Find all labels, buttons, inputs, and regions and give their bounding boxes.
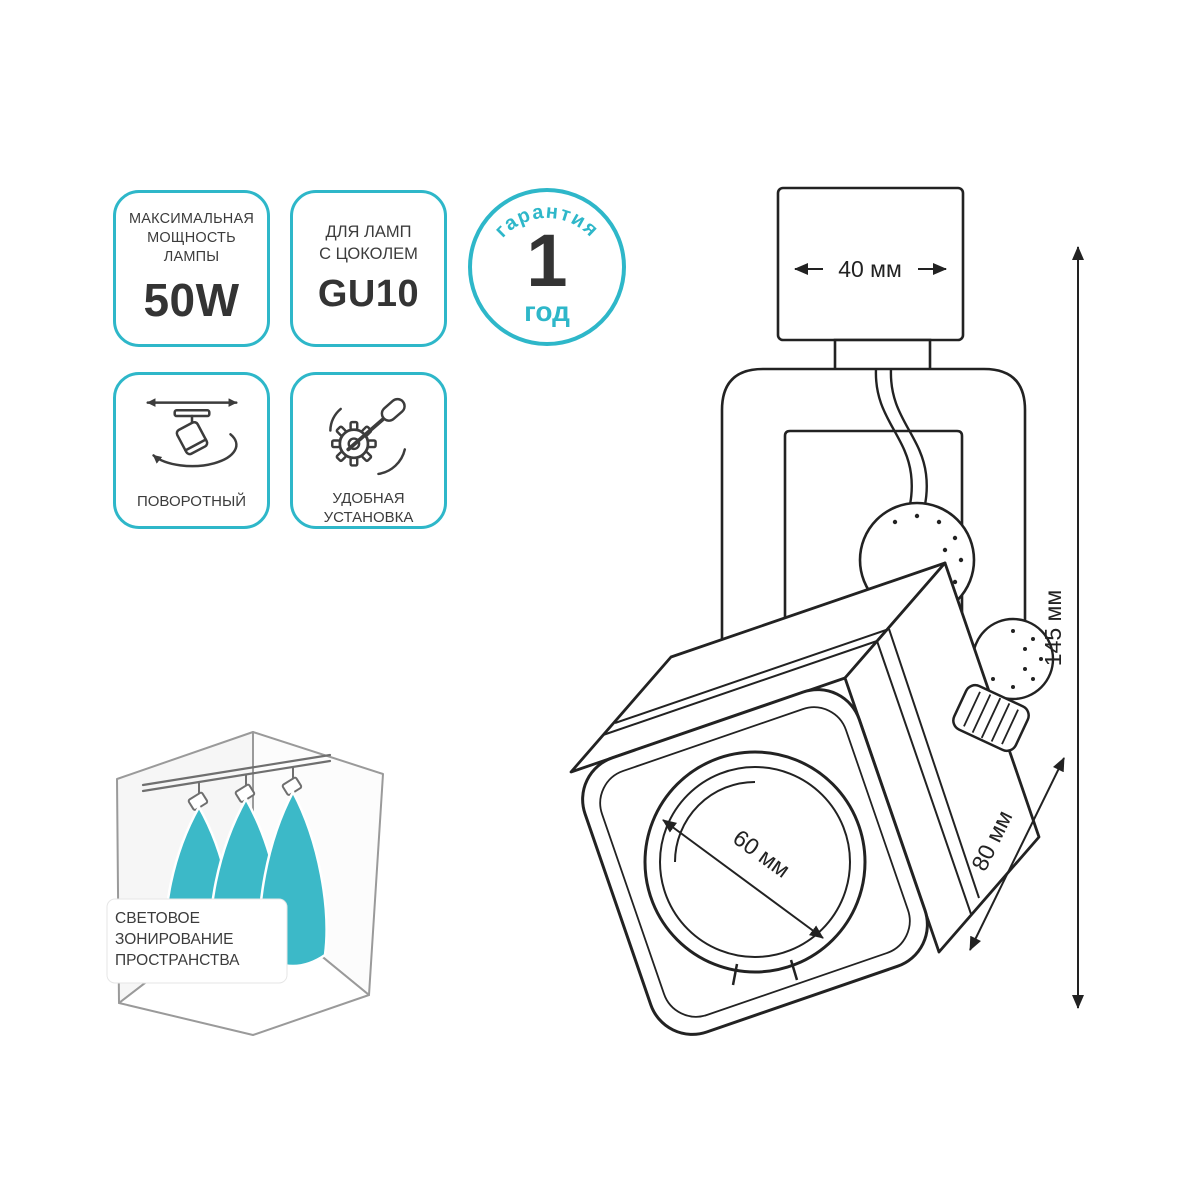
- dim-145: 145 мм: [1040, 246, 1084, 1009]
- rotate-icon: [146, 397, 238, 467]
- zoning-label-line1: СВЕТОВОЕ: [115, 910, 200, 927]
- screwdriver-icon: [345, 397, 406, 452]
- install-icon-wrap: [317, 391, 421, 489]
- track-spotlights: [187, 767, 303, 811]
- dim-40-label: 40 мм: [838, 256, 902, 282]
- lens-inner-ring: [659, 766, 851, 958]
- rotate-label: ПОВОРОТНЫЙ: [136, 493, 247, 510]
- warranty-unit: год: [524, 296, 570, 327]
- max-power-line1: МАКСИМАЛЬНАЯ: [128, 211, 255, 227]
- warranty-badge: гарантия 1 год: [468, 188, 626, 346]
- warranty-arc: гарантия: [491, 201, 602, 242]
- install-label-line2: УСТАНОВКА: [323, 509, 414, 526]
- max-power-line2: МОЩНОСТЬ: [147, 230, 236, 246]
- gear-icon: [330, 420, 377, 467]
- adapter-neck: [833, 338, 932, 374]
- socket-line2: С ЦОКОЛЕМ: [319, 245, 418, 263]
- max-power-badge: МАКСИМАЛЬНАЯ МОЩНОСТЬ ЛАМПЫ 50W: [113, 190, 270, 347]
- body-grooves: [602, 628, 980, 915]
- rotate-badge: ПОВОРОТНЫЙ: [113, 372, 270, 529]
- install-label-line1: УДОБНАЯ: [332, 490, 405, 507]
- socket-badge: ДЛЯ ЛАМП С ЦОКОЛЕМ GU10: [290, 190, 447, 347]
- zoning-label-line2: ЗОНИРОВАНИЕ: [115, 931, 233, 948]
- spotlight-drawing: 40 мм: [569, 186, 1084, 1036]
- track-rail: [141, 753, 332, 793]
- install-badge: УДОБНАЯ УСТАНОВКА: [290, 372, 447, 529]
- track-adapter: 40 мм: [776, 186, 965, 374]
- rotate-icon-wrap: [130, 391, 254, 492]
- max-power-line3: ЛАМПЫ: [163, 249, 220, 265]
- dim-145-label: 145 мм: [1040, 590, 1066, 666]
- zoning-label-card: [106, 898, 288, 984]
- socket-line1: ДЛЯ ЛАМП: [325, 223, 412, 241]
- socket-value: GU10: [317, 273, 420, 315]
- max-power-value: 50W: [143, 274, 240, 326]
- gu10-pins: [731, 959, 799, 986]
- zoning-label-line3: ПРОСТРАНСТВА: [115, 952, 240, 969]
- install-icon: [328, 397, 406, 476]
- adjust-knob: [952, 683, 1030, 753]
- zoning-illustration: СВЕТОВОЕ ЗОНИРОВАНИЕ ПРОСТРАНСТВА: [106, 731, 384, 1036]
- warranty-value: 1: [526, 219, 568, 302]
